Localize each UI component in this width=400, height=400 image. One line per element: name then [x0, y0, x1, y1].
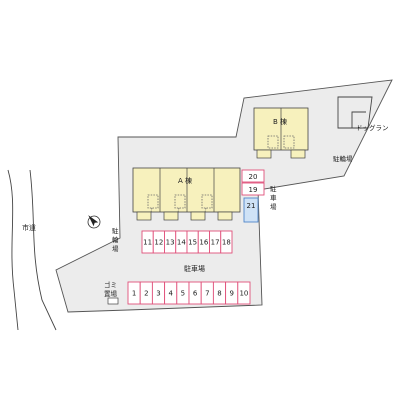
svg-text:ゴミ: ゴミ [104, 280, 117, 289]
svg-text:場: 場 [112, 244, 119, 253]
bike-parking-label-ne: 駐輪場 [333, 154, 353, 163]
svg-text:駐: 駐 [270, 184, 277, 193]
building-a-label: A 棟 [178, 176, 192, 185]
parking-stall: 13 [166, 239, 175, 247]
parking-stall: 9 [229, 290, 233, 298]
svg-text:場: 場 [270, 202, 277, 211]
svg-text:車: 車 [270, 193, 277, 202]
parking-main-label: 駐車場 [184, 264, 205, 273]
city-road-edge-left [7, 169, 19, 331]
parking-stall-box [237, 281, 251, 305]
dog-run-label: ドッグラン [356, 123, 389, 132]
parking-stall: 19 [249, 186, 258, 194]
parking-stall-special: 21 [247, 202, 256, 210]
parking-stall: 12 [154, 239, 163, 247]
parking-stall: 7 [205, 290, 209, 298]
parking-stall: 1 [132, 290, 136, 298]
building-b: B 棟 [253, 107, 309, 159]
svg-text:置場: 置場 [104, 289, 118, 298]
parking-stall: 16 [199, 239, 208, 247]
svg-text:駐: 駐 [112, 226, 119, 235]
parking-stall: 10 [239, 290, 248, 298]
parking-stall: 3 [156, 290, 160, 298]
parking-stall: 14 [177, 239, 186, 247]
parking-stall: 15 [188, 239, 197, 247]
parking-east: 20 19 21 [241, 169, 265, 223]
parking-stall: 8 [217, 290, 221, 298]
parking-label-east: 駐 車 場 [270, 184, 277, 211]
bike-parking-label-w: 駐 輪 場 [112, 226, 119, 253]
parking-stall: 18 [222, 239, 231, 247]
parking-stall: 11 [143, 239, 152, 247]
city-road-edge-right [29, 169, 57, 331]
parking-stall: 17 [211, 239, 220, 247]
parking-stall: 20 [249, 173, 258, 181]
compass-north-icon [87, 215, 101, 229]
dog-run: ドッグラン [337, 96, 389, 132]
parking-stall: 4 [168, 290, 173, 298]
garbage-area: ゴミ 置場 [104, 280, 119, 305]
parking-stall-box [220, 230, 233, 254]
parking-stall: 6 [193, 290, 198, 298]
building-b-label: B 棟 [273, 117, 287, 126]
parking-stall: 5 [181, 290, 185, 298]
building-a: A 棟 [132, 167, 241, 221]
parking-stall: 2 [144, 290, 148, 298]
svg-text:輪: 輪 [112, 235, 119, 244]
city-road-label: 市道 [22, 223, 36, 232]
